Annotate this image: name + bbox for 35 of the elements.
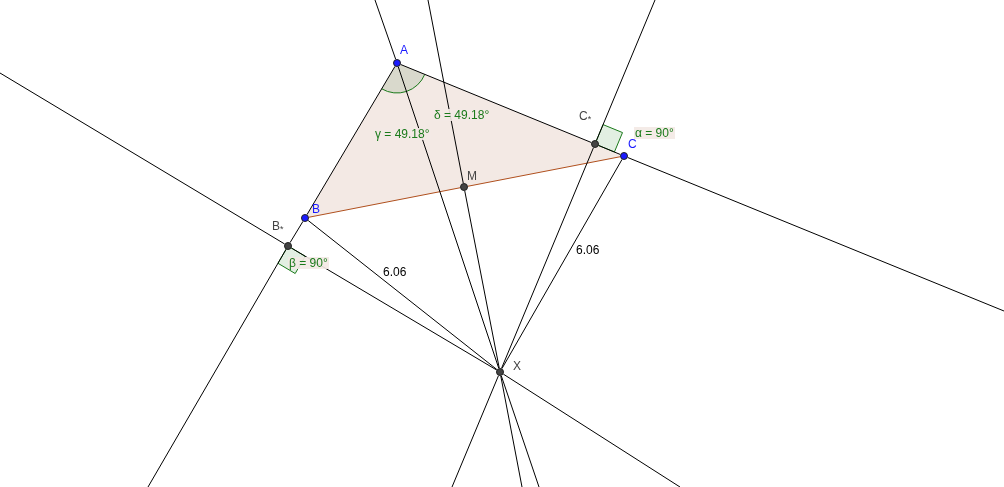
angle-label: α = 90° (634, 127, 675, 139)
angle-label: δ = 49.18° (433, 109, 491, 121)
point-label: B (312, 203, 320, 215)
line-segment (289, 220, 304, 244)
line-segment (307, 220, 498, 370)
line-segment (290, 247, 498, 371)
angle-label: β = 90° (288, 257, 329, 269)
line-segment (308, 187, 461, 218)
line-segment (397, 66, 500, 369)
line-segment (501, 147, 594, 369)
line-segment (306, 65, 396, 216)
line-segment (427, 0, 464, 184)
line-segment (596, 0, 656, 141)
line-segment (400, 64, 592, 143)
edge-label: 6.06 (382, 266, 408, 278)
point-label: B$_{*}$ (272, 220, 284, 232)
line-segment (464, 190, 500, 369)
point-label: M (467, 170, 477, 182)
line-segment (374, 0, 397, 60)
line-segment (501, 158, 623, 370)
point-label: X (513, 360, 521, 372)
line-segment (627, 157, 1004, 312)
line-segment (451, 375, 499, 487)
point-label: A (400, 44, 408, 56)
angle-label: γ = 49.18° (374, 128, 431, 140)
point-label: C$_{*}$ (579, 110, 592, 122)
line-segment (598, 145, 621, 155)
edge-label: 6.06 (575, 244, 601, 256)
line-segment (500, 375, 523, 487)
line-segment (467, 156, 621, 187)
line-segment (0, 72, 286, 245)
line-segment (147, 248, 287, 487)
line-segment (500, 375, 540, 487)
line-segment (502, 373, 681, 487)
point-label: C (628, 138, 637, 150)
